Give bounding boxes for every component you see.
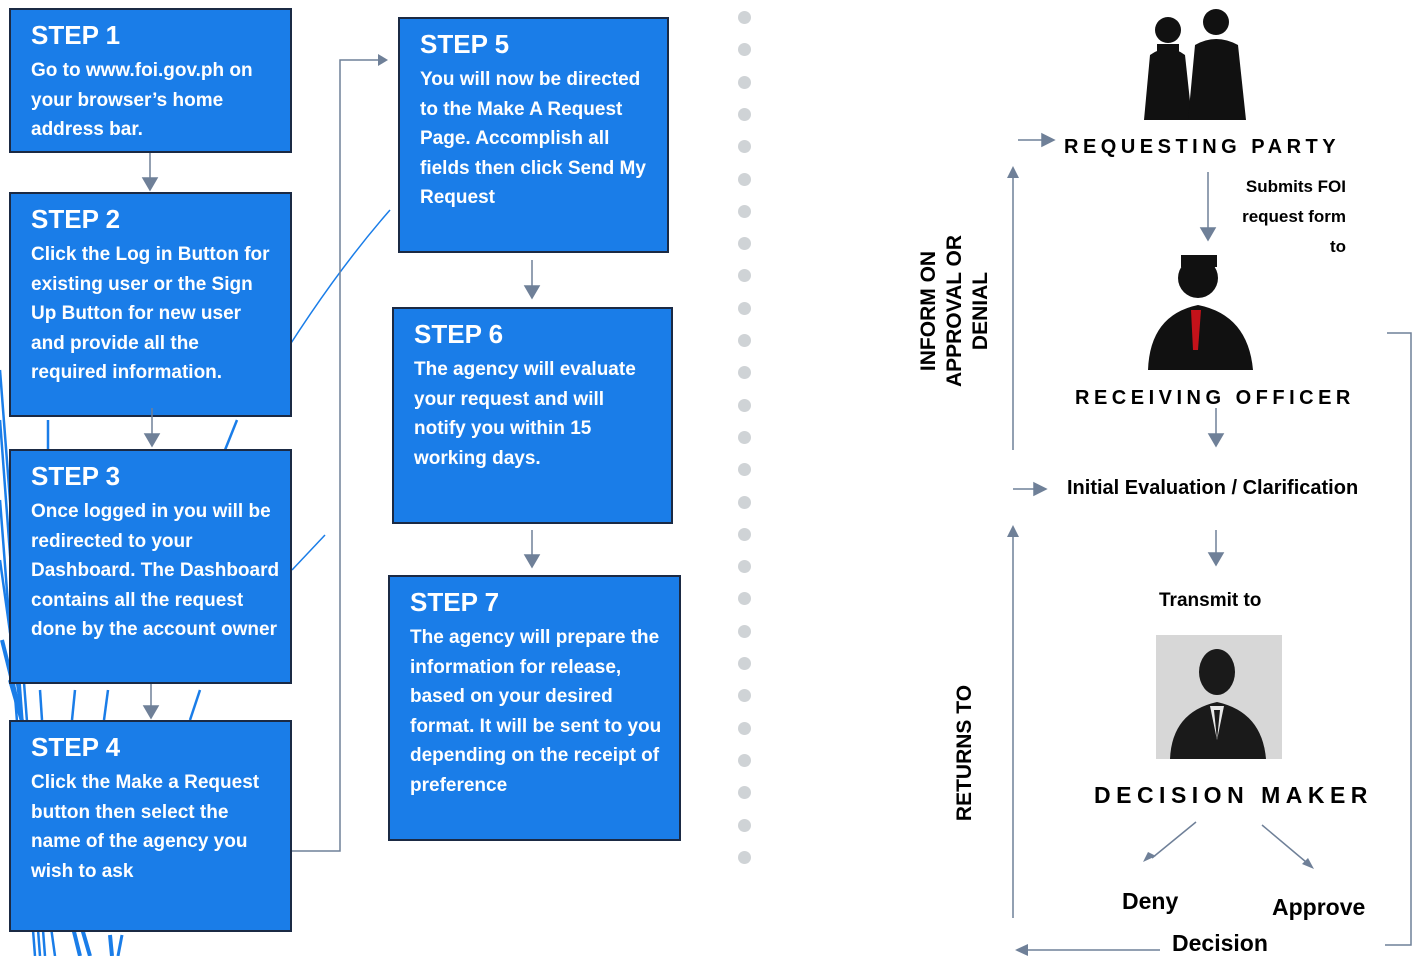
decision-maker-icon <box>1156 635 1282 759</box>
step-3-box: STEP 3 Once logged in you will be redire… <box>9 449 292 684</box>
deny-label: Deny <box>1122 888 1179 914</box>
separator-dot <box>738 495 751 509</box>
decor-curve <box>70 689 77 721</box>
step-title: STEP 1 <box>31 20 121 50</box>
decision-label: Decision <box>1172 930 1268 956</box>
decor-curve <box>223 419 239 451</box>
down-arrow-icon <box>1207 433 1225 448</box>
arrow-head <box>1143 852 1156 862</box>
transmit-label: Transmit to <box>1159 590 1262 611</box>
step-text: You will now be directed to the Make A R… <box>420 69 646 208</box>
step-7-box: STEP 7 The agency will prepare the infor… <box>388 575 681 841</box>
step-2-box: STEP 2 Click the Log in Button for exist… <box>9 192 292 417</box>
decor-curve <box>38 689 44 721</box>
down-arrow-icon <box>141 177 159 192</box>
separator-dot <box>738 334 751 347</box>
line-dm-approve <box>1261 824 1307 863</box>
step-6-box: STEP 6 The agency will evaluate your req… <box>392 307 673 524</box>
bracket-right <box>1385 332 1412 946</box>
separator-dot <box>738 75 751 89</box>
separator-dot <box>738 301 751 315</box>
separator-dot <box>738 204 751 218</box>
step-title: STEP 7 <box>410 587 500 617</box>
line-dm-deny <box>1151 821 1197 859</box>
step-text: Click the Log in Button for existing use… <box>31 244 270 383</box>
step-text: The agency will prepare the information … <box>410 627 662 796</box>
step-title: STEP 3 <box>31 461 121 491</box>
separator-dot <box>738 850 751 864</box>
arrow-head <box>1015 944 1028 956</box>
separator-dot <box>738 818 751 832</box>
down-arrow-icon <box>1207 552 1225 567</box>
down-arrow-icon <box>143 433 161 448</box>
arrow-head <box>378 54 388 66</box>
decor-curve <box>188 689 202 721</box>
down-arrow-icon <box>523 285 541 300</box>
initial-evaluation-label: Initial Evaluation / Clarification <box>1067 477 1359 499</box>
step-title: STEP 4 <box>31 732 121 762</box>
separator-dot <box>738 172 751 186</box>
decor-curve <box>291 534 326 571</box>
decor-curve <box>102 689 110 721</box>
separator-dot <box>738 657 751 670</box>
separator-dot <box>738 43 751 57</box>
officer-icon <box>1145 255 1255 370</box>
step-1-box: STEP 1 Go to www.foi.gov.ph on your brow… <box>9 8 292 153</box>
step-title: STEP 5 <box>420 29 510 59</box>
separator-dot <box>738 463 751 477</box>
arrow-head <box>1302 858 1314 869</box>
separator-dot <box>738 786 751 800</box>
step-text: Go to www.foi.gov.ph on your browser’s h… <box>31 60 253 140</box>
separator-dot <box>738 140 751 154</box>
separator-dot <box>738 237 751 251</box>
down-arrow-icon <box>142 705 160 720</box>
arrow-head <box>1007 525 1019 537</box>
step-text: The agency will evaluate your request an… <box>414 359 636 469</box>
decor-curve <box>108 934 114 956</box>
separator-dot <box>738 398 751 412</box>
approve-label: Approve <box>1272 894 1366 920</box>
arrow-head <box>1007 166 1019 178</box>
step-title: STEP 6 <box>414 319 504 349</box>
separator-dot <box>738 560 751 574</box>
separator-dot <box>738 430 751 444</box>
decor-curve <box>116 934 124 956</box>
step-title: STEP 2 <box>31 204 121 234</box>
requesting-party-label: REQUESTING PARTY <box>1064 136 1341 158</box>
two-people-icon <box>1144 9 1246 120</box>
down-arrow-icon <box>523 554 541 569</box>
right-arrow-icon <box>1033 481 1048 497</box>
separator-dot <box>738 107 751 121</box>
separator-dot <box>738 592 751 606</box>
separator-dot <box>738 753 751 767</box>
separator-dot <box>738 721 751 735</box>
down-arrow-icon <box>1199 227 1217 242</box>
step-text: Click the Make a Request button then sel… <box>31 772 260 882</box>
step-5-box: STEP 5 You will now be directed to the M… <box>398 17 669 253</box>
right-arrow-icon <box>1041 132 1056 148</box>
separator-dot <box>738 11 751 24</box>
receiving-officer-label: RECEIVING OFFICER <box>1075 387 1355 409</box>
decision-maker-label: DECISION MAKER <box>1094 782 1373 808</box>
separator-dot <box>738 269 751 283</box>
step-4-box: STEP 4 Click the Make a Request button t… <box>9 720 292 932</box>
separator-dot <box>738 689 751 703</box>
submits-label: Submits FOI request form to <box>1242 177 1346 256</box>
step-text: Once logged in you will be redirected to… <box>31 501 280 640</box>
separator-dot <box>738 366 751 380</box>
connector-4-5 <box>292 59 378 852</box>
separator-dot <box>738 624 751 638</box>
separator-dot <box>738 527 751 541</box>
